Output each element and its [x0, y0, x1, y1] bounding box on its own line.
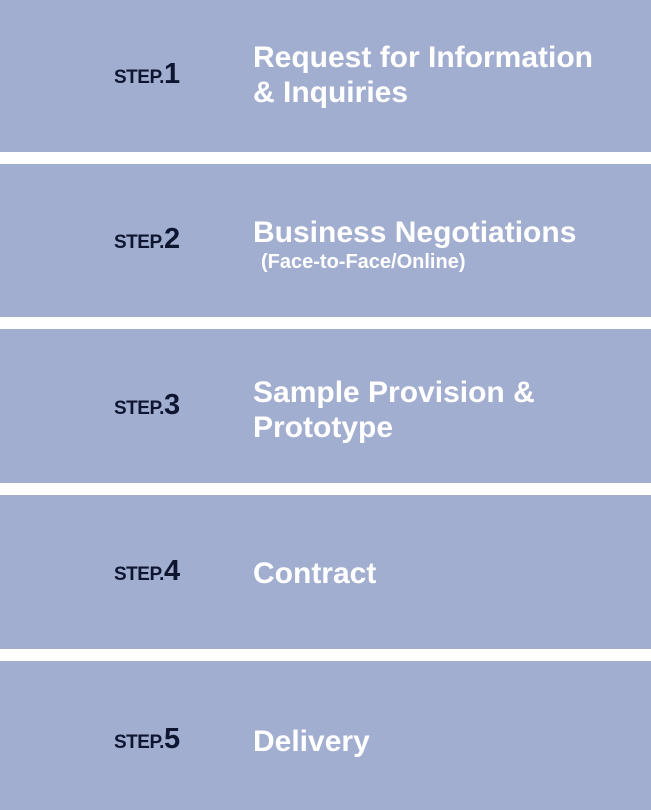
- step-4-title: Contract: [253, 556, 376, 591]
- step-5-panel: STEP.5 Delivery: [0, 661, 651, 810]
- step-4-panel: STEP.4 Contract: [0, 495, 651, 649]
- step-5-label: STEP.5: [114, 723, 180, 756]
- step-3-panel: STEP.3 Sample Provision & Prototype: [0, 329, 651, 483]
- step-1-title-line2: & Inquiries: [253, 76, 409, 109]
- step-3-prefix: STEP.: [114, 398, 164, 419]
- step-3-title-line1: Sample Provision &: [253, 376, 535, 409]
- step-2-panel: STEP.2 Business Negotiations (Face-to-Fa…: [0, 164, 651, 317]
- step-3-number: 3: [163, 389, 181, 421]
- step-1-title: Request for Information & Inquiries: [253, 40, 593, 110]
- step-1-label: STEP.1: [114, 58, 180, 91]
- step-1-panel: STEP.1 Request for Information & Inquiri…: [0, 0, 651, 152]
- step-1-number: 1: [163, 58, 181, 90]
- step-1-title-line1: Request for Information: [253, 41, 594, 74]
- step-4-label: STEP.4: [114, 555, 180, 588]
- step-5-title-line1: Delivery: [253, 725, 370, 758]
- step-5-prefix: STEP.: [114, 732, 164, 753]
- step-5-title: Delivery: [253, 724, 370, 759]
- step-2-title: Business Negotiations (Face-to-Face/Onli…: [253, 215, 576, 274]
- step-2-label: STEP.2: [114, 223, 180, 256]
- step-1-prefix: STEP.: [114, 67, 164, 88]
- step-2-number: 2: [163, 223, 181, 255]
- step-2-prefix: STEP.: [114, 232, 164, 253]
- step-2-subtitle: (Face-to-Face/Online): [261, 251, 466, 273]
- step-2-title-line1: Business Negotiations: [253, 216, 577, 249]
- step-4-number: 4: [163, 555, 181, 587]
- step-4-title-line1: Contract: [253, 557, 377, 590]
- step-3-title: Sample Provision & Prototype: [253, 375, 535, 445]
- step-5-number: 5: [163, 723, 181, 755]
- step-3-title-line2: Prototype: [253, 411, 394, 444]
- step-3-label: STEP.3: [114, 389, 180, 422]
- step-4-prefix: STEP.: [114, 564, 164, 585]
